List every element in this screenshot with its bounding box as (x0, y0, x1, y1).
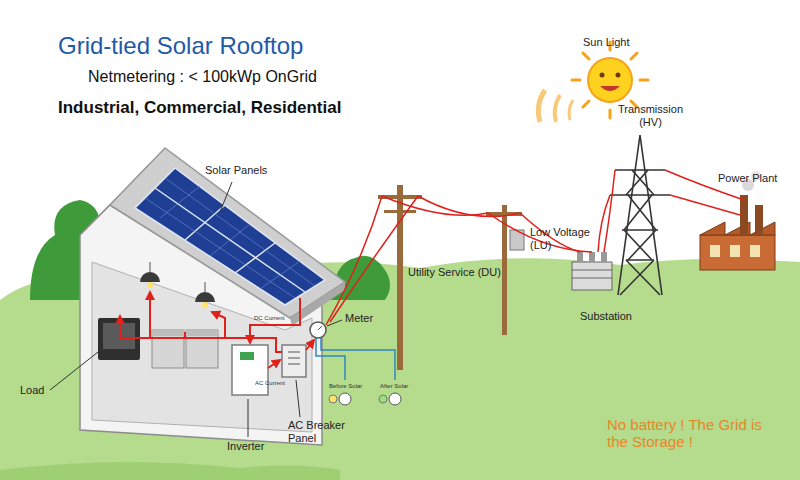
transmission-tower (610, 135, 670, 295)
callout-label: Before Solar (329, 383, 362, 390)
callout-label: Transmission (HV) (618, 103, 683, 128)
power-grid (326, 135, 775, 370)
callout-label: Load (20, 384, 44, 397)
callout-label: AC Current (255, 380, 285, 387)
meter-dials (329, 393, 401, 405)
note-text: No battery ! The Grid is the Storage ! (607, 416, 777, 451)
power-plant (700, 171, 775, 270)
ceiling-lamp (140, 262, 160, 288)
callout-label: Utility Service (DU) (408, 266, 501, 279)
roof (110, 148, 345, 318)
power-lines (326, 170, 744, 325)
leader-lines (50, 182, 342, 437)
meter-lines (316, 338, 395, 380)
callout-label: DC Current (254, 315, 284, 322)
callout-label: Sun Light (583, 36, 629, 49)
solar-panels (135, 168, 325, 305)
grass-ground (0, 462, 340, 480)
house (80, 148, 401, 445)
washing-machines (152, 330, 218, 368)
callout-label: Substation (580, 310, 632, 323)
meter (310, 322, 326, 338)
callout-label: Meter (345, 312, 373, 325)
callout-label: Low Voltage (LU) (530, 226, 600, 251)
callout-label: Solar Panels (205, 164, 267, 177)
callout-label: AC Breaker Panel (288, 419, 354, 444)
breaker-panel (282, 345, 306, 377)
substation (572, 252, 612, 290)
callout-label: Power Plant (718, 172, 777, 185)
callout-label: Industrial, Commercial, Residential (58, 98, 341, 118)
ceiling-lamp (195, 282, 215, 308)
diagram-title: Grid-tied Solar Rooftop (58, 32, 303, 60)
callout-label: After Solar (380, 383, 408, 390)
callout-label: Inverter (227, 440, 264, 453)
current-wires (120, 292, 314, 368)
inverter (232, 345, 268, 395)
callout-label: Netmetering : < 100kWp OnGrid (88, 68, 317, 86)
